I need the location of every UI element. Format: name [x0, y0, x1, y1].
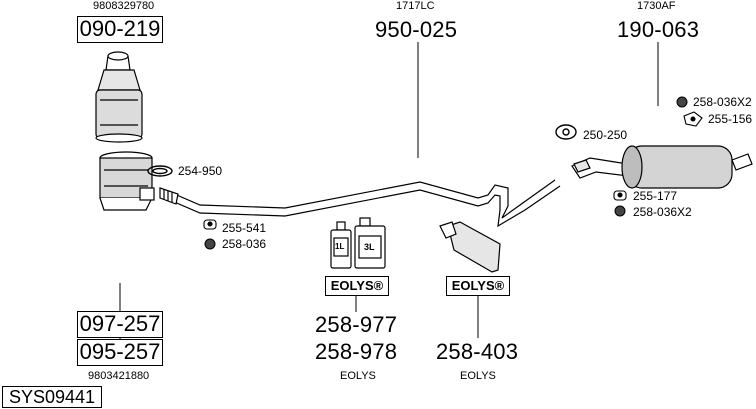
- part-label-255-541[interactable]: 255-541: [222, 221, 267, 235]
- hanger-255-156-icon: [683, 111, 703, 127]
- can-label-3l: 3L: [364, 242, 375, 252]
- part-box-090-219[interactable]: 090-219: [77, 16, 163, 43]
- part-label-258-036x2-bottom[interactable]: 258-036X2: [633, 205, 692, 219]
- part-number-258-977[interactable]: 258-977: [315, 312, 398, 337]
- part-number-258-403[interactable]: 258-403: [436, 339, 519, 364]
- nut-258-036-icon: [204, 238, 216, 250]
- eolys-brand-box-right: EOLYS®: [446, 276, 510, 296]
- part-label-250-250[interactable]: 250-250: [583, 128, 628, 142]
- rear-silencer-icon: [571, 145, 753, 189]
- front-pipe-icon: [159, 179, 561, 228]
- catalytic-converter-icon: [95, 51, 143, 143]
- hanger-255-541-icon: [203, 219, 217, 230]
- part-label-255-156[interactable]: 255-156: [708, 112, 753, 126]
- eolys-caption-left: EOLYS: [340, 370, 376, 382]
- eolys-brand-box-left: EOLYS®: [325, 276, 389, 296]
- additive-can-3l-icon: [354, 217, 386, 269]
- part-label-258-036x2-top[interactable]: 258-036X2: [693, 95, 752, 109]
- part-label-255-177[interactable]: 255-177: [633, 189, 678, 203]
- additive-bag-icon: [439, 221, 501, 273]
- part-box-095-257[interactable]: 095-257: [77, 339, 163, 366]
- nut-258-036x2-bottom-icon: [614, 205, 626, 217]
- clamp-250-250-icon: [555, 124, 577, 140]
- clamp-icon: [147, 165, 173, 177]
- part-label-258-036[interactable]: 258-036: [222, 237, 267, 251]
- part-label-254-950[interactable]: 254-950: [178, 164, 223, 178]
- part-box-097-257[interactable]: 097-257: [77, 311, 163, 338]
- can-label-1l: 1L: [335, 242, 345, 251]
- part-number-190-063[interactable]: 190-063: [617, 17, 700, 42]
- particle-filter-icon: [99, 151, 155, 211]
- ref-top-mid: 1717LC: [396, 0, 435, 12]
- ref-bottom-left: 9803421880: [88, 370, 150, 382]
- eolys-caption-right: EOLYS: [460, 370, 496, 382]
- part-number-258-978[interactable]: 258-978: [315, 339, 398, 364]
- part-number-950-025[interactable]: 950-025: [375, 17, 458, 42]
- ref-top-left: 9808329780: [93, 0, 155, 12]
- nut-258-036x2-top-icon: [676, 96, 688, 108]
- ref-top-right: 1730AF: [637, 0, 676, 12]
- hanger-255-177-icon: [613, 190, 627, 201]
- additive-can-1l-icon: [330, 221, 352, 269]
- system-code-box: SYS09441: [2, 386, 102, 408]
